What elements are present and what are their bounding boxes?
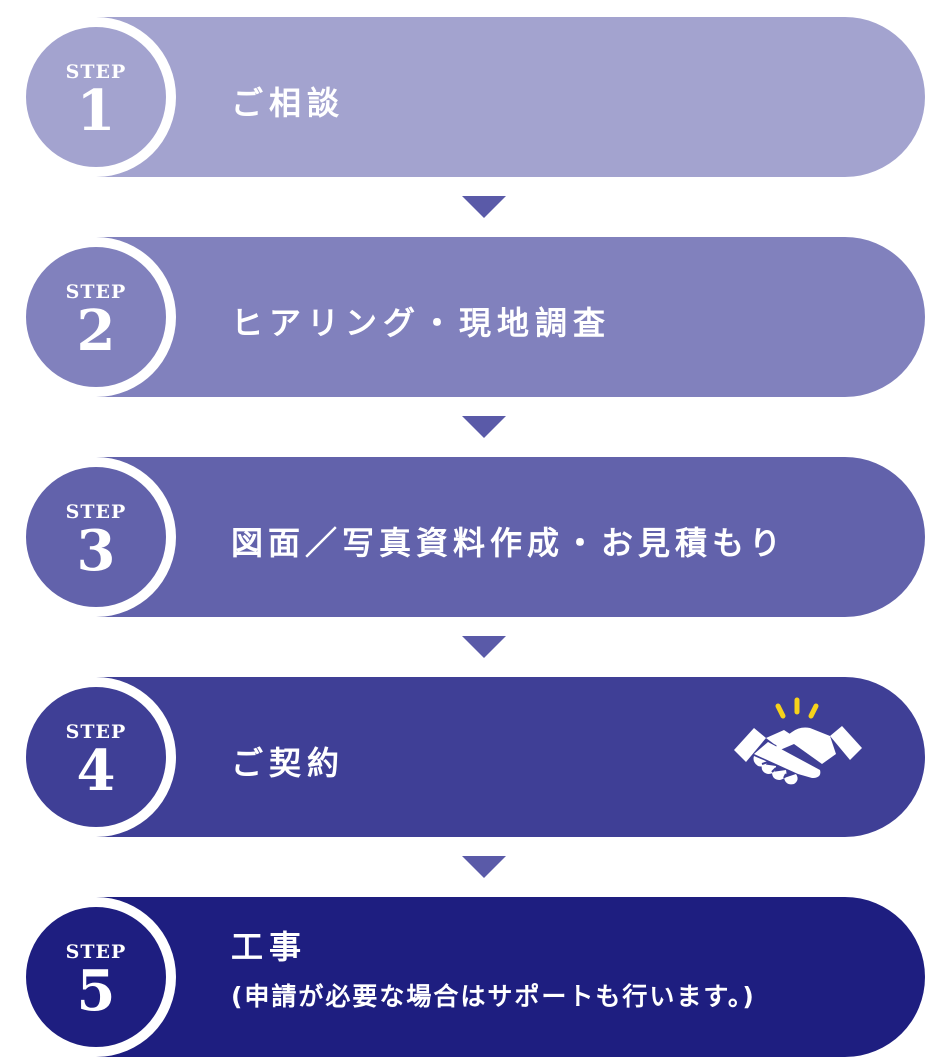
step-badge: STEP 3 <box>16 457 176 617</box>
step-title: 工事 <box>231 928 308 966</box>
step-bar <box>96 897 925 1057</box>
step-label: STEP <box>65 61 127 83</box>
step-5: STEP 5 工事 (申請が必要な場合はサポートも行います。) <box>0 880 927 1057</box>
step-badge: STEP 5 <box>16 897 176 1057</box>
step-title: ヒアリング・現地調査 <box>231 304 612 342</box>
handshake-icon <box>734 697 862 785</box>
step-bar <box>96 457 925 617</box>
step-bar <box>96 17 925 177</box>
step-badge: STEP 4 <box>16 677 176 837</box>
step-number: 2 <box>76 298 116 364</box>
step-label: STEP <box>65 721 127 743</box>
step-title: ご相談 <box>231 84 346 122</box>
step-subtitle: (申請が必要な場合はサポートも行います。) <box>231 982 756 1011</box>
step-number: 3 <box>76 518 116 584</box>
down-arrow-icon <box>462 636 506 658</box>
step-2: STEP 2 ヒアリング・現地調査 <box>0 220 927 397</box>
step-1: STEP 1 ご相談 <box>0 0 927 177</box>
step-number: 4 <box>76 738 116 804</box>
step-badge: STEP 1 <box>16 17 176 177</box>
step-label: STEP <box>65 941 127 963</box>
step-label: STEP <box>65 281 127 303</box>
step-title: 図面／写真資料作成・お見積もり <box>231 524 787 562</box>
step-4: STEP 4 ご契約 <box>0 660 927 837</box>
step-bar <box>96 237 925 397</box>
step-number: 5 <box>76 958 116 1024</box>
step-label: STEP <box>65 501 127 523</box>
step-number: 1 <box>76 78 116 144</box>
down-arrow-icon <box>462 416 506 438</box>
step-badge: STEP 2 <box>16 237 176 397</box>
step-3: STEP 3 図面／写真資料作成・お見積もり <box>0 440 927 617</box>
down-arrow-icon <box>462 196 506 218</box>
down-arrow-icon <box>462 856 506 878</box>
step-title: ご契約 <box>231 744 346 782</box>
